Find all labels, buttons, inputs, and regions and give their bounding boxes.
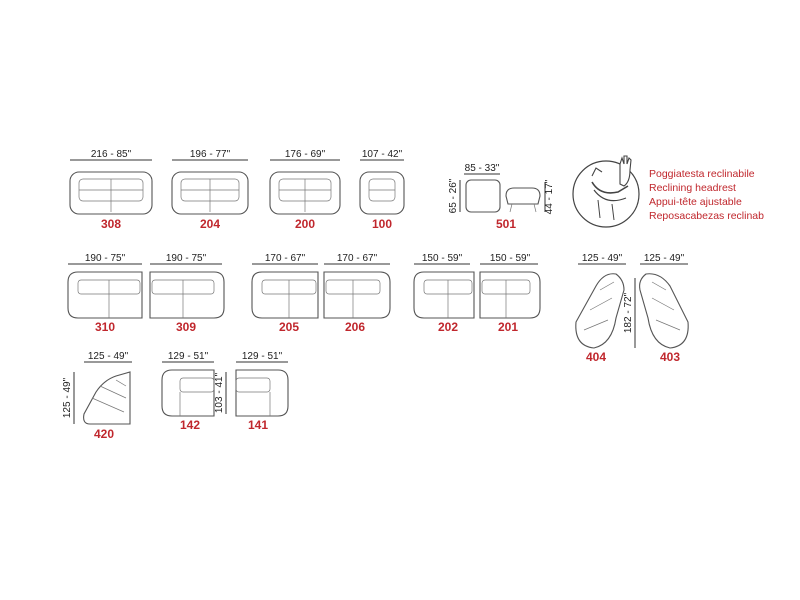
reclining-headrest-legend: Poggiatesta reclinabile Reclining headre… — [572, 155, 764, 228]
dimension-width: 190 - 75" — [85, 253, 126, 264]
module-205: 170 - 67" 205 — [251, 253, 319, 334]
corner-outline — [639, 273, 689, 349]
module-404: 125 - 49" 404 — [575, 253, 626, 364]
module-code: 309 — [176, 320, 196, 334]
module-code: 404 — [586, 350, 606, 364]
reclining-headrest-icon — [572, 155, 640, 228]
dimension-depth: 65 - 26" — [448, 178, 459, 213]
module-200: 176 - 69" 200 — [269, 149, 341, 231]
module-code: 310 — [95, 320, 115, 334]
legend-line-3: Appui-tête ajustable — [649, 196, 742, 208]
module-201: 150 - 59" 201 — [479, 253, 541, 334]
dimension-width: 176 - 69" — [285, 149, 326, 160]
module-code: 100 — [372, 217, 392, 231]
module-code: 202 — [438, 320, 458, 334]
sofa-outline — [67, 271, 143, 319]
module-202: 150 - 59" 202 — [413, 253, 475, 334]
sofa-outline — [413, 271, 475, 319]
module-code: 201 — [498, 320, 518, 334]
dimension-width: 125 - 49" — [582, 253, 623, 264]
legend-line-4: Reposacabezas reclinab — [649, 210, 764, 222]
module-code: 205 — [279, 320, 299, 334]
dimension-depth: 125 - 49" — [62, 377, 73, 418]
chaise-outline — [235, 369, 289, 417]
dimension-width: 125 - 49" — [88, 351, 129, 362]
module-206: 170 - 67" 206 — [323, 253, 391, 334]
legend-line-1: Poggiatesta reclinabile — [649, 168, 755, 180]
module-code: 141 — [248, 418, 268, 432]
dimension-width: 170 - 67" — [265, 253, 306, 264]
module-204: 196 - 77" 204 — [171, 149, 249, 231]
dimension-width: 129 - 51" — [242, 351, 283, 362]
sofa-outline — [323, 271, 391, 319]
dimension-width: 150 - 59" — [422, 253, 463, 264]
module-308: 216 - 85" 308 — [69, 149, 153, 231]
dimension-width: 129 - 51" — [168, 351, 209, 362]
sofa-outline — [251, 271, 319, 319]
module-code: 501 — [496, 217, 516, 231]
module-403: 125 - 49" 403 — [639, 253, 689, 364]
dimension-width: 125 - 49" — [644, 253, 685, 264]
dimension-width: 85 - 33" — [465, 163, 500, 174]
module-code: 403 — [660, 350, 680, 364]
module-100: 107 - 42" 100 — [359, 149, 405, 231]
dimension-width: 150 - 59" — [490, 253, 531, 264]
dimension-width: 190 - 75" — [166, 253, 207, 264]
dimension-width: 216 - 85" — [91, 149, 132, 160]
dimension-width: 107 - 42" — [362, 149, 403, 160]
module-code: 200 — [295, 217, 315, 231]
module-310: 190 - 75" 310 — [67, 253, 143, 334]
dimension-width: 170 - 67" — [337, 253, 378, 264]
chaise-outline — [161, 369, 215, 417]
ottoman-side-view — [505, 187, 541, 205]
corner-outline — [575, 273, 625, 349]
module-code: 308 — [101, 217, 121, 231]
armchair-outline — [359, 171, 405, 215]
dimension-depth: 103 - 41" — [214, 372, 225, 413]
dimension-depth: 182 - 72" — [623, 292, 634, 333]
module-code: 142 — [180, 418, 200, 432]
legend-line-2: Reclining headrest — [649, 182, 736, 194]
module-420: 125 - 49" 125 - 49" 420 — [62, 351, 132, 441]
module-code: 204 — [200, 217, 220, 231]
module-141: 129 - 51" 141 — [235, 351, 289, 432]
corner-outline — [83, 371, 131, 425]
module-142: 129 - 51" 142 — [161, 351, 215, 432]
sofa-outline — [479, 271, 541, 319]
module-501: 85 - 33" 65 - 26" 44 - 17" 501 — [448, 163, 555, 231]
module-code: 206 — [345, 320, 365, 334]
module-code: 420 — [94, 427, 114, 441]
ottoman-top-view — [465, 179, 501, 213]
dimension-width: 196 - 77" — [190, 149, 231, 160]
module-309: 190 - 75" 309 — [149, 253, 225, 334]
sofa-outline — [149, 271, 225, 319]
dimension-height: 44 - 17" — [544, 179, 555, 214]
